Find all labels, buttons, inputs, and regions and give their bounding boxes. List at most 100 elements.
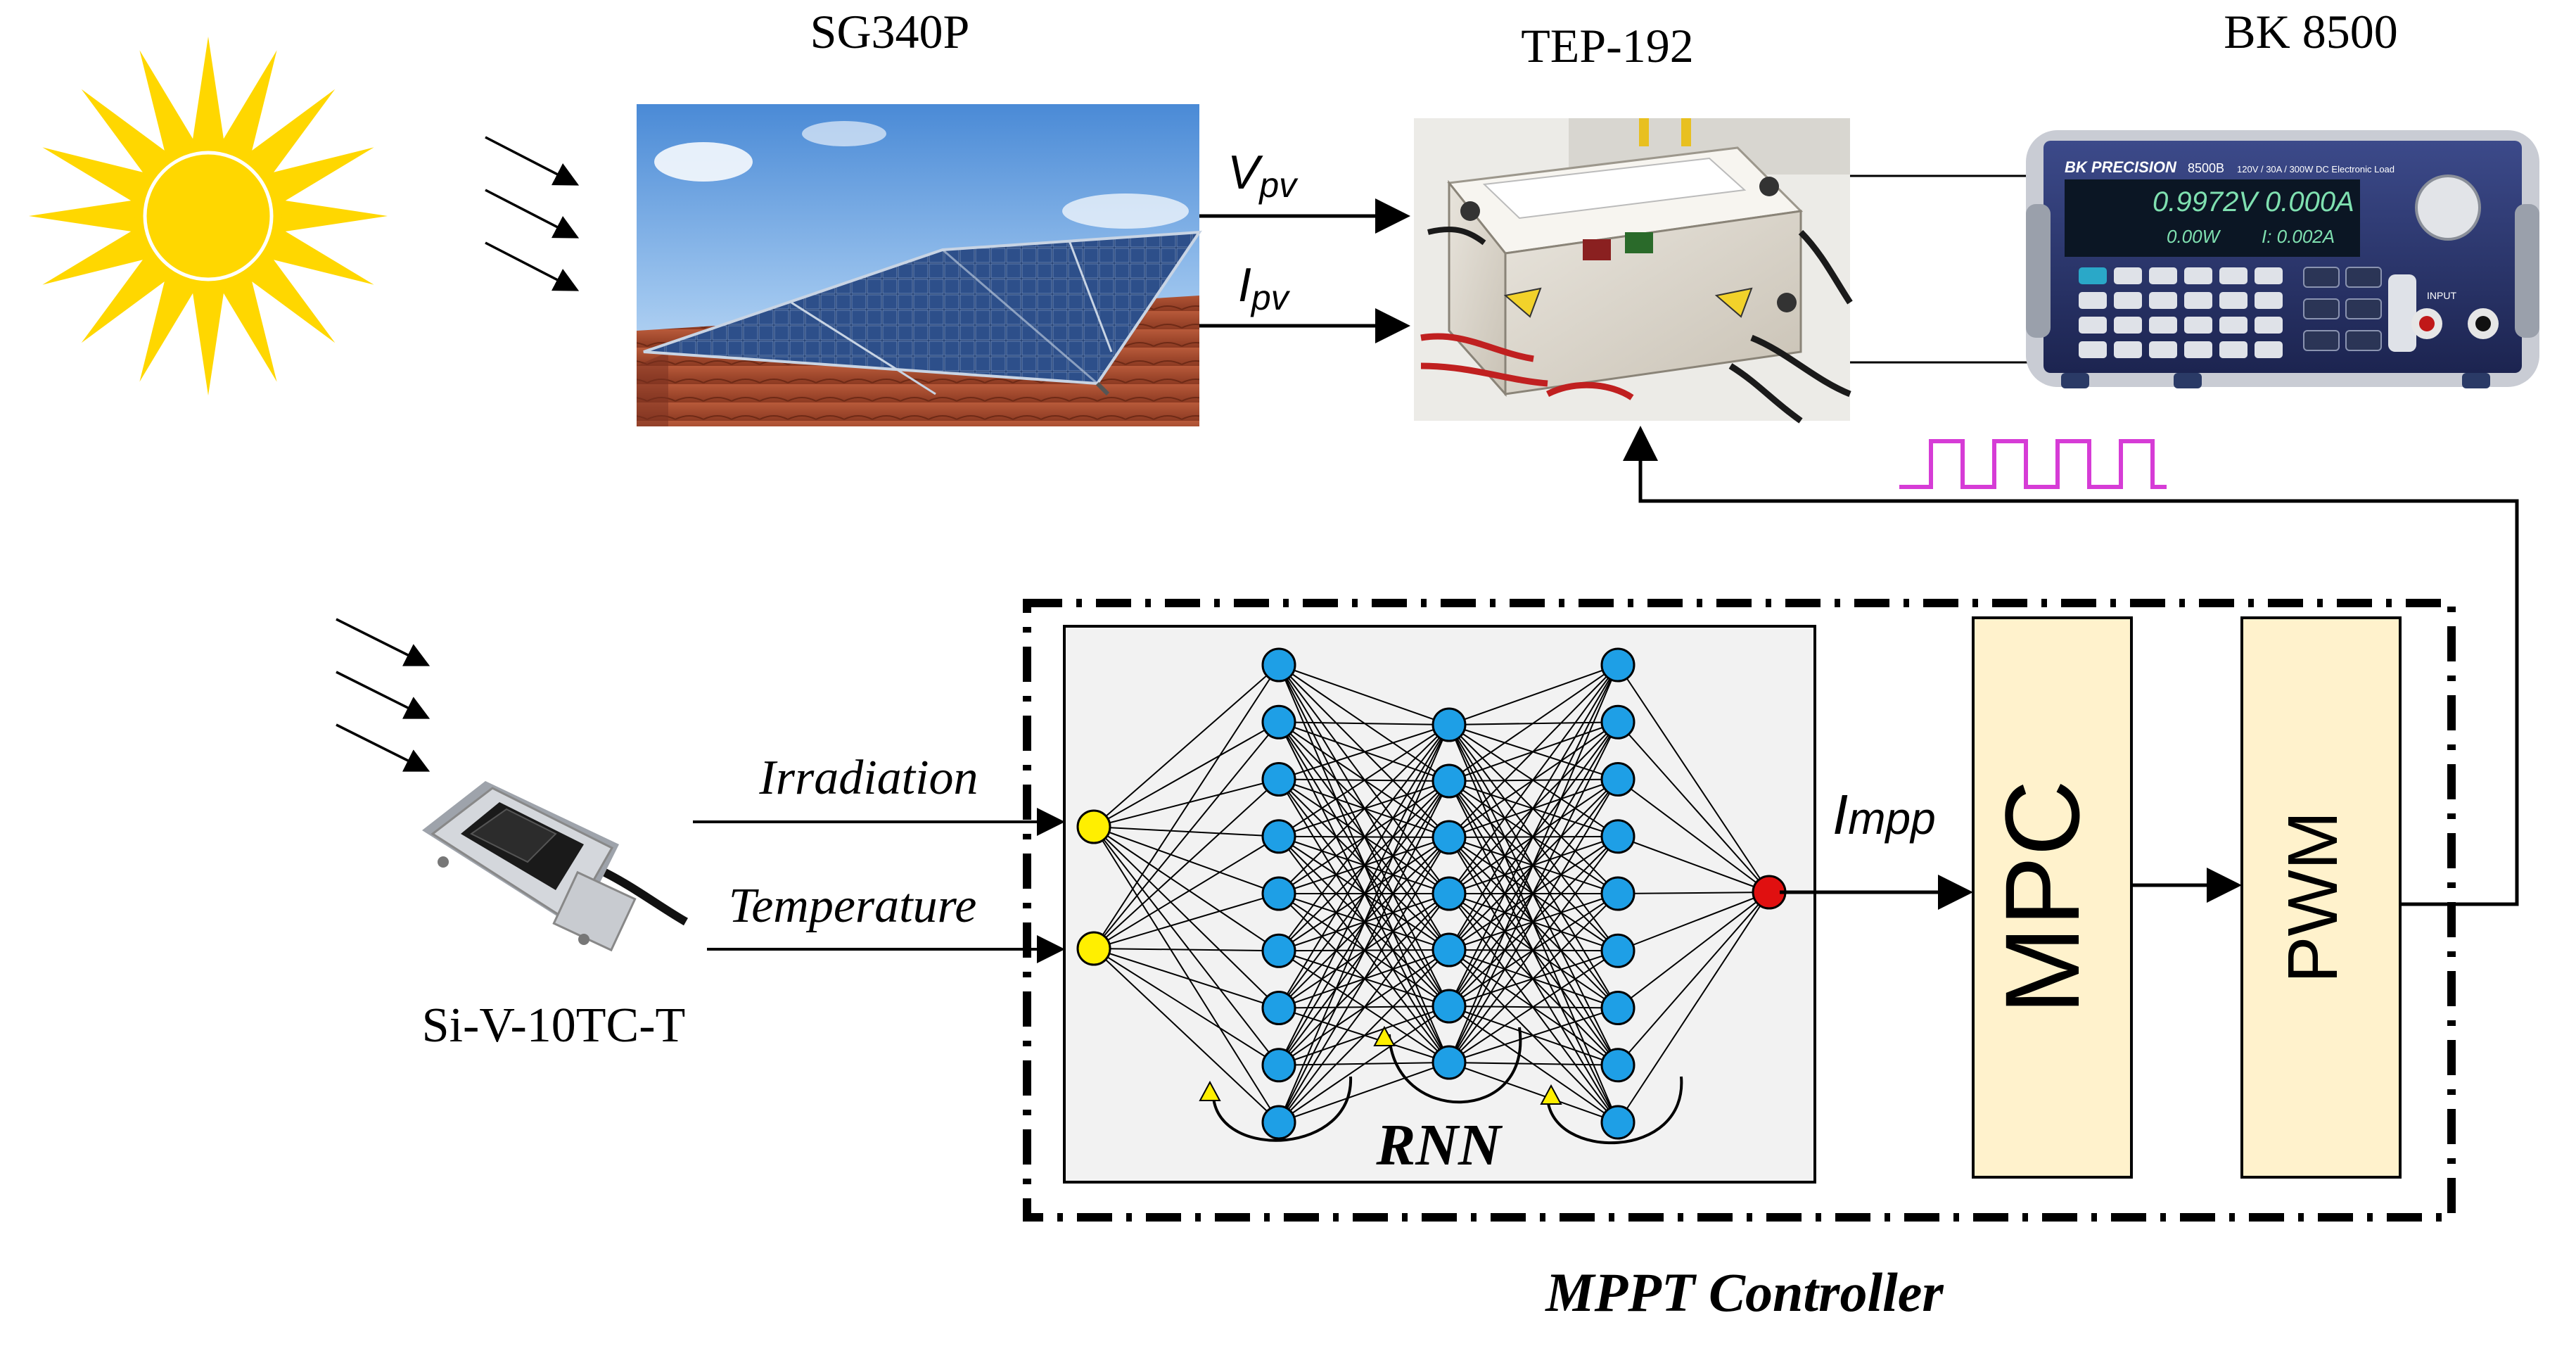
pwm-waveform-icon xyxy=(1899,439,2167,489)
hidden-neuron xyxy=(1432,763,1467,799)
mpc-label: MPC xyxy=(1983,780,2101,1014)
load-function-key xyxy=(2345,330,2382,351)
hidden-neuron xyxy=(1261,876,1296,911)
ipv-signal: Ipv xyxy=(1199,258,1410,343)
load-key xyxy=(2149,292,2177,309)
load-key xyxy=(2255,292,2283,309)
load-key xyxy=(2219,267,2247,284)
rnn-recurrent-loops xyxy=(1199,1025,1683,1145)
hidden-neuron xyxy=(1600,991,1635,1025)
load-key xyxy=(2184,292,2212,309)
hidden-neuron xyxy=(1261,1048,1296,1083)
load-key xyxy=(2079,317,2107,334)
converter-image xyxy=(1414,118,1853,424)
load-key xyxy=(2219,317,2247,334)
hidden-neuron xyxy=(1261,1105,1296,1140)
mppt-controller-boundary xyxy=(1023,599,2456,1222)
vpv-subscript: pv xyxy=(1258,165,1299,205)
load-key xyxy=(2114,317,2142,334)
load-key xyxy=(2114,341,2142,358)
electronic-load-image: BK PRECISION 8500B 120V / 30A / 300W DC … xyxy=(2026,130,2539,388)
load-knob xyxy=(2415,175,2481,241)
load-key xyxy=(2255,317,2283,334)
load-key xyxy=(2149,317,2177,334)
pwm-label: PWM xyxy=(2274,811,2352,983)
hidden-neuron xyxy=(1600,876,1635,911)
impp-label: I xyxy=(1832,783,1848,846)
load-input-label: INPUT xyxy=(2427,290,2456,301)
hidden-neuron xyxy=(1261,704,1296,740)
sensor-arrows-icon xyxy=(336,618,431,772)
pwm-block xyxy=(2240,616,2402,1179)
mpc-block xyxy=(1972,616,2133,1179)
load-key xyxy=(2079,267,2107,284)
recurrent-triangle-icon xyxy=(1373,1025,1396,1046)
load-current-readout: 0.000A xyxy=(2265,186,2354,217)
hidden-neuron xyxy=(1261,933,1296,968)
load-function-key xyxy=(2303,298,2340,319)
hidden-neuron xyxy=(1432,820,1467,855)
hidden-neuron xyxy=(1261,991,1296,1025)
hidden-neuron xyxy=(1261,819,1296,854)
recurrent-loop xyxy=(1388,1027,1522,1104)
svg-text:Ipv: Ipv xyxy=(1238,258,1291,317)
hidden-neuron xyxy=(1432,1045,1467,1080)
load-key xyxy=(2219,341,2247,358)
solar-panel-image xyxy=(637,104,1202,426)
load-model-number: 8500B xyxy=(2188,161,2224,175)
load-arrow-pad xyxy=(2388,274,2416,352)
load-voltage-readout: 0.9972V xyxy=(2153,186,2259,217)
irradiance-sensor-image xyxy=(422,781,688,952)
irradiation-label: Irradiation xyxy=(758,751,978,805)
hidden-neuron xyxy=(1432,932,1467,968)
load-keypad xyxy=(2079,267,2416,358)
converter-model-label: TEP-192 xyxy=(1521,19,1694,72)
hidden-neuron xyxy=(1600,647,1635,683)
load-function-key xyxy=(2303,330,2340,351)
impp-subscript: mpp xyxy=(1848,793,1936,844)
hidden-neuron xyxy=(1600,1105,1635,1140)
load-power-readout: 0.00W xyxy=(2167,226,2221,247)
vpv-signal: Vpv xyxy=(1199,146,1410,234)
sunlight-arrows-icon xyxy=(485,136,580,291)
recurrent-triangle-icon xyxy=(1199,1080,1221,1101)
temperature-label: Temperature xyxy=(729,879,977,933)
load-key xyxy=(2114,267,2142,284)
load-key xyxy=(2079,341,2107,358)
load-key xyxy=(2149,267,2177,284)
load-current-set: I: 0.002A xyxy=(2262,226,2335,247)
rnn-label: RNN xyxy=(1375,1112,1503,1178)
load-key xyxy=(2184,341,2212,358)
input-neuron xyxy=(1076,809,1111,844)
ipv-label: I xyxy=(1238,258,1251,312)
load-function-key xyxy=(2303,267,2340,288)
rnn-connections xyxy=(1093,664,1770,1123)
sun-icon xyxy=(29,37,388,395)
load-key xyxy=(2255,341,2283,358)
hidden-neuron xyxy=(1600,1048,1635,1083)
load-function-key xyxy=(2345,298,2382,319)
load-key xyxy=(2184,317,2212,334)
hidden-neuron xyxy=(1432,989,1467,1024)
hidden-neuron xyxy=(1600,762,1635,797)
sensor-model-label: Si-V-10TC-T xyxy=(422,998,686,1053)
hidden-neuron xyxy=(1432,876,1467,911)
load-key xyxy=(2114,292,2142,309)
hidden-neuron xyxy=(1600,933,1635,968)
hidden-neuron xyxy=(1600,819,1635,854)
load-brand-text: BK PRECISION xyxy=(2065,158,2177,176)
mppt-controller-title: MPPT Controller xyxy=(1544,1262,1944,1323)
hidden-neuron xyxy=(1600,704,1635,740)
input-neuron xyxy=(1076,931,1111,966)
load-function-key xyxy=(2345,267,2382,288)
vpv-label: V xyxy=(1228,146,1263,199)
load-key xyxy=(2149,341,2177,358)
load-spec-text: 120V / 30A / 300W DC Electronic Load xyxy=(2237,164,2395,175)
load-model-label: BK 8500 xyxy=(2224,5,2397,58)
rnn-neurons xyxy=(1076,647,1787,1140)
svg-text:Vpv: Vpv xyxy=(1228,146,1299,205)
hidden-neuron xyxy=(1432,707,1467,742)
hidden-neuron xyxy=(1261,647,1296,683)
ipv-subscript: pv xyxy=(1250,278,1291,317)
svg-text:Impp: Impp xyxy=(1832,783,1936,846)
